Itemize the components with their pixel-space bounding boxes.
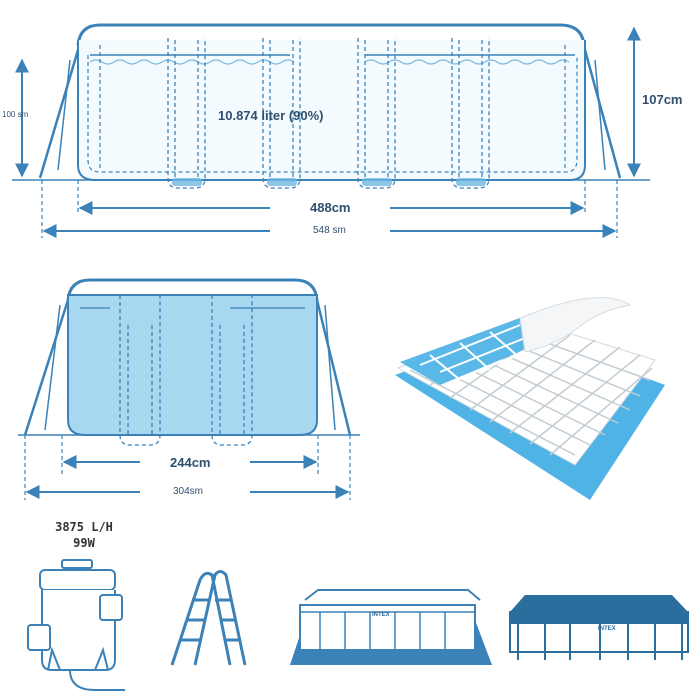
side-view-dimensions	[15, 26, 641, 238]
pool-cover-icon	[509, 595, 689, 660]
pump-flow-label: 3875 L/H	[55, 520, 113, 534]
end-view-pool	[18, 278, 360, 500]
capacity-label: 10.874 liter (90%)	[218, 108, 324, 123]
inner-width-label: 244cm	[170, 455, 211, 470]
side-view-pool	[12, 23, 650, 238]
total-height-label: 107cm	[642, 92, 683, 107]
ground-pool-brand: INTEX	[372, 612, 390, 618]
cover-pool-brand: INTEX	[598, 626, 616, 632]
liner-layers-detail	[395, 296, 665, 500]
pump-power-label: 99W	[73, 536, 95, 550]
inner-length-label: 488cm	[310, 200, 351, 215]
pool-ladder-icon	[170, 570, 247, 666]
end-view-dimensions	[25, 455, 350, 499]
pool-on-ground-cloth-icon	[290, 589, 492, 665]
outer-length-label: 548 sm	[313, 225, 346, 236]
water-height-label: 100 sm	[2, 110, 29, 119]
filter-pump-icon	[27, 559, 125, 691]
outer-width-label: 304sm	[173, 486, 204, 497]
